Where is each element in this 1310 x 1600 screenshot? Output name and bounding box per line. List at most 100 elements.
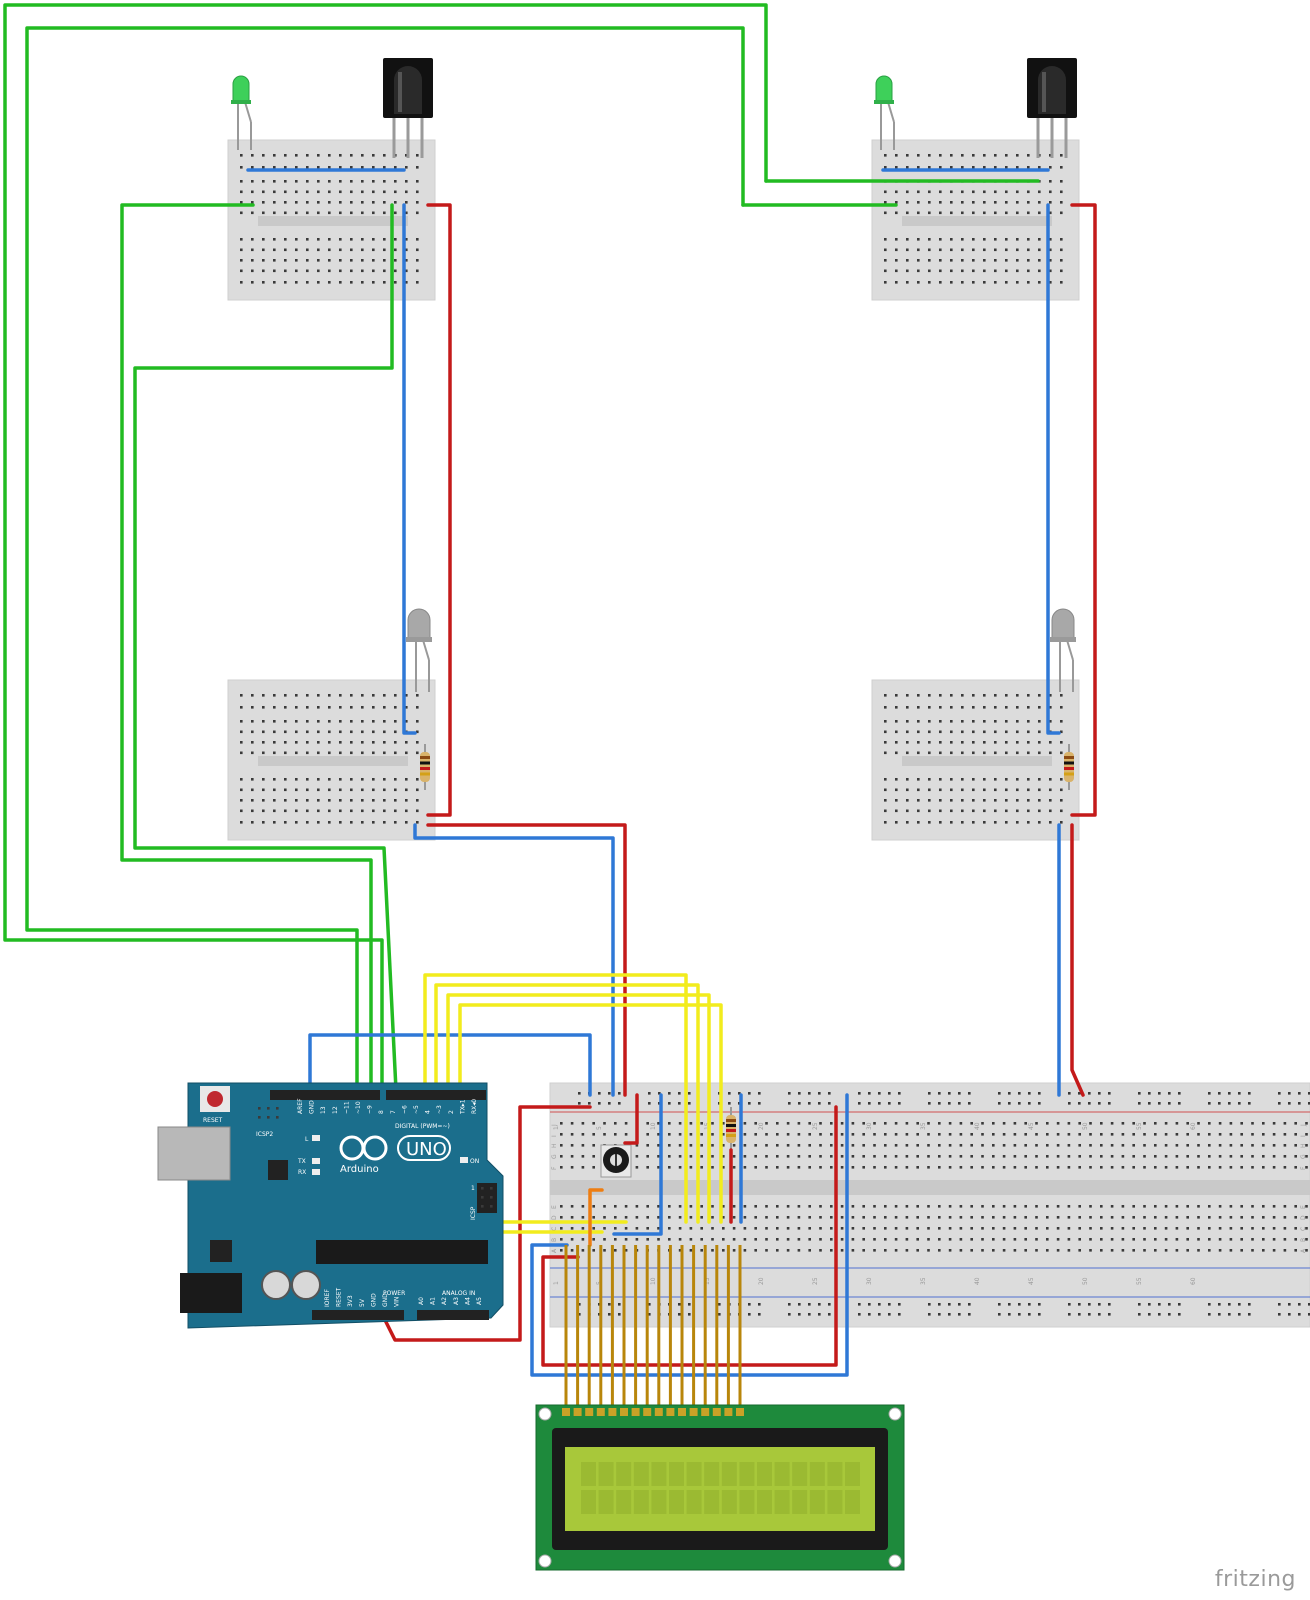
analog-pin-label: A5 <box>476 1297 483 1305</box>
digital-pin-label: ~5 <box>413 1105 420 1114</box>
led-rx <box>312 1169 320 1175</box>
column-number-bottom: 60 <box>1190 1277 1197 1285</box>
analog-label: ANALOG IN <box>442 1290 475 1297</box>
wire-red-right-vertical <box>1070 203 1097 817</box>
wire-yellow-data-3 <box>458 1003 723 1224</box>
lcd-char-cell <box>739 1462 755 1486</box>
lcd-char-cell <box>792 1490 808 1514</box>
wire-green-second <box>25 26 745 1092</box>
resistor-right <box>1064 744 1074 790</box>
row-letter-left: F <box>551 1166 558 1170</box>
column-number-top: 20 <box>758 1122 765 1130</box>
lcd-char-cell <box>827 1462 843 1486</box>
usb-chip <box>268 1160 288 1180</box>
main-breadboard-body <box>549 1082 1310 1328</box>
main-breadboard-center-gap <box>550 1180 1310 1195</box>
resistor-band <box>420 756 430 759</box>
led-body <box>232 75 250 104</box>
digital-pin-label: GND <box>309 1100 316 1114</box>
lcd-char-cell <box>792 1462 808 1486</box>
green-led-right <box>874 75 895 150</box>
capacitor-right <box>291 1270 321 1300</box>
ir-receiver-right <box>1027 58 1077 158</box>
regulator <box>210 1240 232 1262</box>
resistor-band <box>1064 767 1074 770</box>
power-pin-label: 5V <box>359 1298 366 1307</box>
led-body <box>875 75 893 104</box>
row-letter-left: I <box>551 1135 558 1137</box>
lcd-pin-pad <box>596 1408 605 1416</box>
resistor-band <box>420 767 430 770</box>
lcd-pin-pad <box>736 1408 744 1416</box>
power-pin-label: RESET <box>336 1287 343 1307</box>
breadboard-center-gap <box>258 216 408 226</box>
lcd-char-cell <box>651 1462 667 1486</box>
column-number-top: 40 <box>974 1122 981 1130</box>
lcd-pin-pad <box>701 1408 710 1416</box>
row-letter-left: G <box>551 1154 558 1159</box>
reset-button <box>207 1091 223 1107</box>
icsp-label: ICSP <box>470 1206 477 1220</box>
lcd-pin-pad <box>712 1408 721 1416</box>
column-number-top: 60 <box>1190 1122 1197 1130</box>
atmega-chip <box>316 1240 488 1264</box>
green-led-left <box>231 75 252 150</box>
digital-pin-label: 7 <box>390 1110 397 1114</box>
lcd-char-cell <box>581 1462 596 1486</box>
row-letter-right: I <box>1300 1135 1307 1137</box>
wire-green-fourth <box>133 203 398 1092</box>
lcd-char-cell <box>827 1490 843 1514</box>
breadboard-center-gap <box>258 756 408 766</box>
led-rim <box>874 100 894 104</box>
led-rim <box>231 100 251 104</box>
power-pin-label: GND <box>382 1293 389 1307</box>
usb-connector <box>157 1126 231 1181</box>
lcd-mount-hole <box>538 1554 552 1568</box>
lcd-char-cell <box>616 1462 632 1486</box>
digital-pin-label: RX◂0 <box>471 1099 478 1114</box>
row-letter-right: G <box>1300 1154 1307 1159</box>
wire-blue-left-to-main <box>413 823 615 1097</box>
lcd-pin-pad <box>666 1408 675 1416</box>
ir-led-right <box>1050 608 1076 692</box>
resistor-main <box>726 1107 736 1151</box>
potentiometer <box>600 1144 632 1178</box>
power-pin-label: 3V3 <box>347 1295 354 1307</box>
fritzing-watermark: fritzing <box>1214 1567 1296 1592</box>
column-number-bottom: 55 <box>1136 1277 1143 1285</box>
wire-blue-main-a <box>612 1093 663 1236</box>
lcd-char-cell <box>669 1490 684 1514</box>
column-number-top: 5 <box>596 1126 603 1130</box>
led-l-label: L <box>305 1136 309 1143</box>
lcd-mount-hole <box>888 1407 902 1421</box>
icsp-pin1-label: 1 <box>471 1185 475 1192</box>
wire-blue-arduino-gnd <box>308 1033 592 1097</box>
wire-blue-left-vertical <box>402 203 417 735</box>
lcd-char-cell <box>651 1490 667 1514</box>
row-letter-right: A <box>1300 1248 1307 1253</box>
power-label: POWER <box>383 1290 405 1297</box>
uno-label: UNO <box>406 1139 447 1160</box>
lcd-pin-pad <box>631 1408 640 1416</box>
lcd-pin-pad <box>585 1408 594 1416</box>
lcd-char-cell <box>633 1490 649 1514</box>
analog-pin-label: A0 <box>418 1297 425 1305</box>
lcd-char-cell <box>739 1490 755 1514</box>
mini-breadboard-bottom-right <box>871 679 1080 841</box>
icsp2-label: ICSP2 <box>256 1131 273 1138</box>
led-leg <box>887 101 895 123</box>
ir-led-rim <box>406 637 432 642</box>
digital-pin-label: ~11 <box>343 1101 350 1114</box>
power-pin-label: IOREF <box>324 1289 331 1307</box>
ir-led-body <box>407 608 431 641</box>
lcd-char-cell <box>686 1490 702 1514</box>
lcd-char-cell <box>598 1462 614 1486</box>
analog-pin-label: A1 <box>430 1297 437 1305</box>
reset-label: RESET <box>203 1117 223 1124</box>
resistor-band <box>726 1134 736 1137</box>
column-number-bottom: 25 <box>812 1277 819 1285</box>
lcd-char-cell <box>845 1462 860 1486</box>
led-leg <box>244 101 252 123</box>
uno-badge <box>397 1135 451 1161</box>
